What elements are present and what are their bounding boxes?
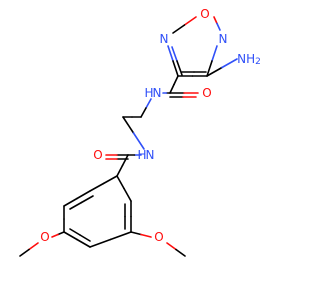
bond-segment (213, 16, 218, 25)
left-methoxy-oxygen-label: O (40, 230, 49, 244)
ring-nitrogen-right-label: N (219, 32, 228, 46)
bond-segment (173, 75, 179, 86)
top-amide-nitrogen-label: N (153, 86, 162, 100)
bond-segment (116, 175, 125, 190)
bond-segment (167, 45, 174, 62)
bond-segment (89, 182, 105, 192)
ring-nitrogen-left-label: N (160, 32, 169, 46)
bond-segment (63, 197, 78, 207)
bond-segment (176, 60, 183, 76)
bond-segment (140, 233, 152, 238)
bond-segment (172, 24, 186, 34)
bond-segment (122, 116, 135, 134)
bond-segment (206, 66, 223, 77)
bond-segment (69, 201, 83, 210)
bond-segment (63, 231, 78, 241)
bond-segment (172, 60, 179, 77)
right-methoxy-oxygen-label: O (154, 230, 163, 244)
bond-segment (123, 187, 132, 202)
bond-segment (171, 46, 178, 62)
atom-labels: O N N NH2 O N H N H O O O (40, 7, 261, 244)
bond-segment (76, 238, 91, 248)
ring-oxygen-label: O (200, 7, 209, 21)
bonds (19, 16, 238, 257)
bond-segment (130, 231, 142, 236)
bond-segment (28, 242, 39, 251)
bond-segment (79, 234, 91, 242)
bond-segment (183, 16, 197, 26)
bond-segment (211, 45, 218, 62)
bond-segment (216, 22, 221, 31)
bond-segment (80, 195, 94, 204)
bottom-amide-nitrogen-label: N (146, 148, 155, 162)
bond-segment (132, 132, 145, 150)
bottom-amide-hydrogen-label: H (137, 148, 146, 162)
bottom-amide-oxygen-label: O (93, 148, 102, 162)
bond-segment (221, 58, 238, 69)
amino-group-label: NH2 (237, 52, 261, 67)
bond-segment (175, 248, 186, 257)
bond-segment (206, 60, 213, 77)
bond-segment (69, 228, 81, 236)
bond-segment (19, 248, 30, 257)
bond-segment (57, 231, 65, 236)
top-amide-oxygen-label: O (202, 86, 211, 100)
bond-segment (145, 98, 152, 109)
top-amide-hydrogen-label: H (144, 86, 153, 100)
bond-segment (89, 238, 112, 248)
bond-segment (109, 231, 132, 241)
bond-segment (140, 107, 147, 118)
bond-segment (51, 233, 59, 238)
bond-segment (116, 164, 124, 177)
bond-segment (76, 190, 91, 200)
bond-segment (102, 175, 118, 185)
bond-segment (166, 242, 177, 251)
bond-segment (169, 83, 175, 94)
molecule-structure: O N N NH2 O N H N H O O O (19, 7, 261, 257)
bond-segment (121, 154, 129, 167)
